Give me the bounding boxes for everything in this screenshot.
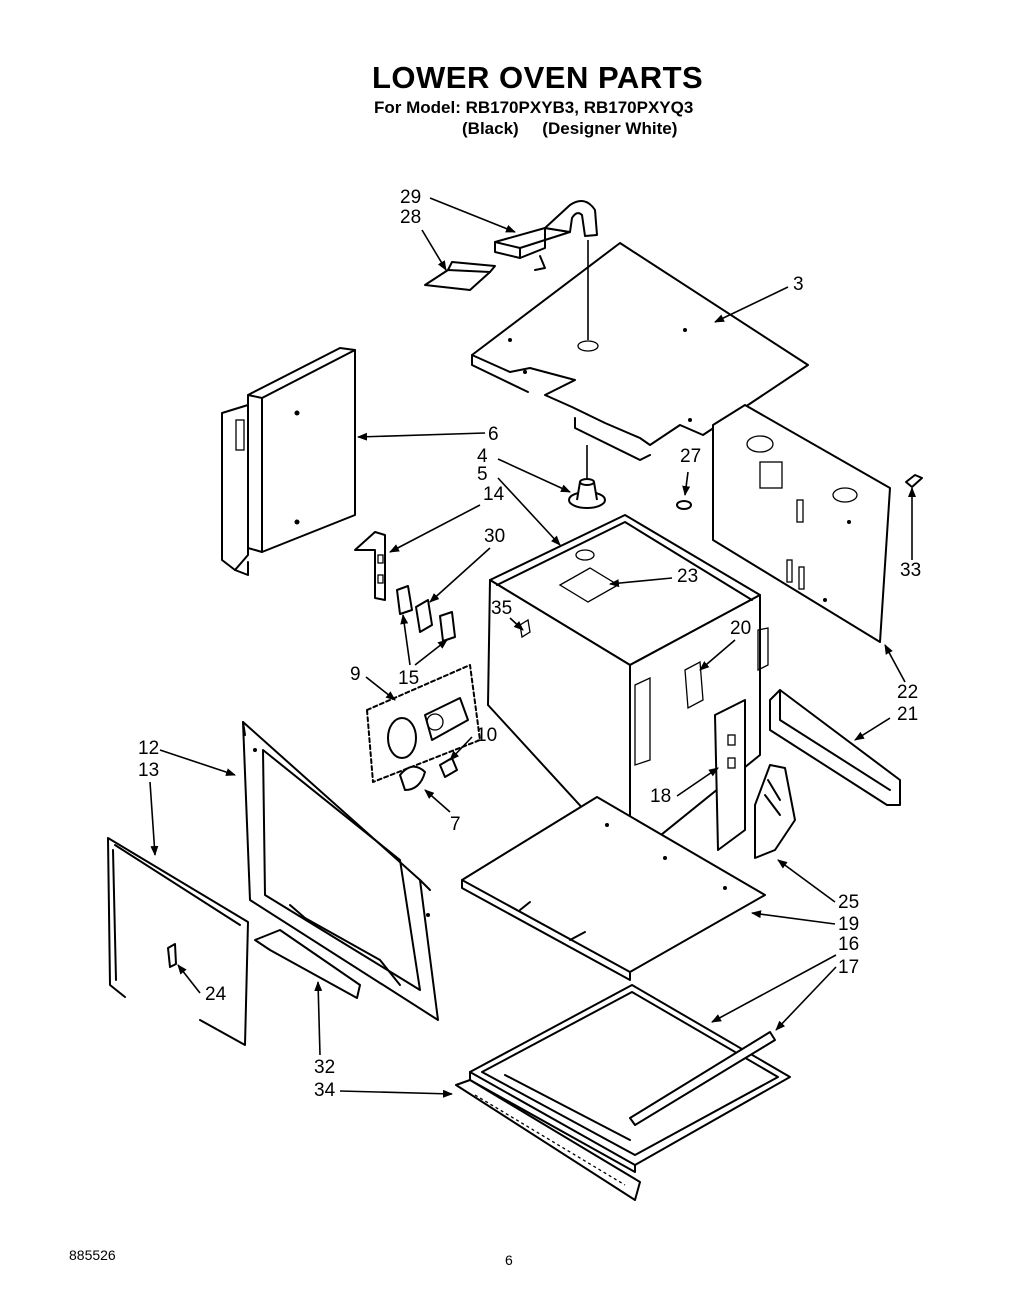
side-panel-left <box>221 347 356 576</box>
page-number: 6 <box>505 1252 513 1268</box>
callout-22: 22 <box>897 682 918 703</box>
oven-liner <box>487 514 769 861</box>
callout-28: 28 <box>400 207 421 228</box>
page-title: LOWER OVEN PARTS <box>372 60 704 95</box>
callout-20: 20 <box>730 618 751 639</box>
light-assembly <box>366 664 481 791</box>
bottom-panel <box>461 796 766 981</box>
vent-duct <box>424 200 598 291</box>
support-rail <box>769 689 901 806</box>
callout-35: 35 <box>491 598 512 619</box>
callout-labels: 29 28 3 6 4 5 27 14 30 23 33 35 20 15 9 … <box>138 187 921 1101</box>
door-vent-strip <box>254 929 361 999</box>
callout-29: 29 <box>400 187 421 208</box>
top-panel <box>471 240 809 461</box>
callout-3: 3 <box>793 274 804 295</box>
back-panel <box>712 404 891 643</box>
callout-5: 5 <box>477 464 488 485</box>
callout-19: 19 <box>838 914 859 935</box>
callout-33: 33 <box>900 560 921 581</box>
callout-16: 16 <box>838 934 859 955</box>
callout-14: 14 <box>483 484 505 505</box>
door-frame <box>242 721 439 1021</box>
leader-lines <box>149 197 916 1098</box>
vent-grille <box>455 1079 641 1201</box>
callout-30: 30 <box>484 526 505 547</box>
callout-23: 23 <box>677 566 698 587</box>
callout-25: 25 <box>838 892 859 913</box>
callout-17: 17 <box>838 957 859 978</box>
footer-code: 885526 <box>69 1247 116 1263</box>
oven-bottom <box>469 984 791 1173</box>
callout-24: 24 <box>205 984 227 1005</box>
hinge-bracket <box>714 699 796 859</box>
callout-18: 18 <box>650 786 671 807</box>
callout-27: 27 <box>680 446 701 467</box>
switch-bracket <box>354 531 456 642</box>
callout-4: 4 <box>477 446 488 467</box>
callout-32: 32 <box>314 1057 335 1078</box>
callout-7: 7 <box>450 814 461 835</box>
callout-21: 21 <box>897 704 918 725</box>
callout-15: 15 <box>398 668 419 689</box>
insulator-grommet <box>568 445 692 510</box>
callout-34: 34 <box>314 1080 336 1101</box>
model-line: For Model: RB170PXYB3, RB170PXYQ3 <box>374 98 694 117</box>
callout-6: 6 <box>488 424 499 445</box>
callout-10: 10 <box>476 725 497 746</box>
clip-33 <box>905 474 923 488</box>
callout-13: 13 <box>138 760 159 781</box>
callout-12: 12 <box>138 738 159 759</box>
variant-line: (Black) (Designer White) <box>462 119 678 138</box>
door-gasket <box>107 837 249 1046</box>
callout-9: 9 <box>350 664 361 685</box>
